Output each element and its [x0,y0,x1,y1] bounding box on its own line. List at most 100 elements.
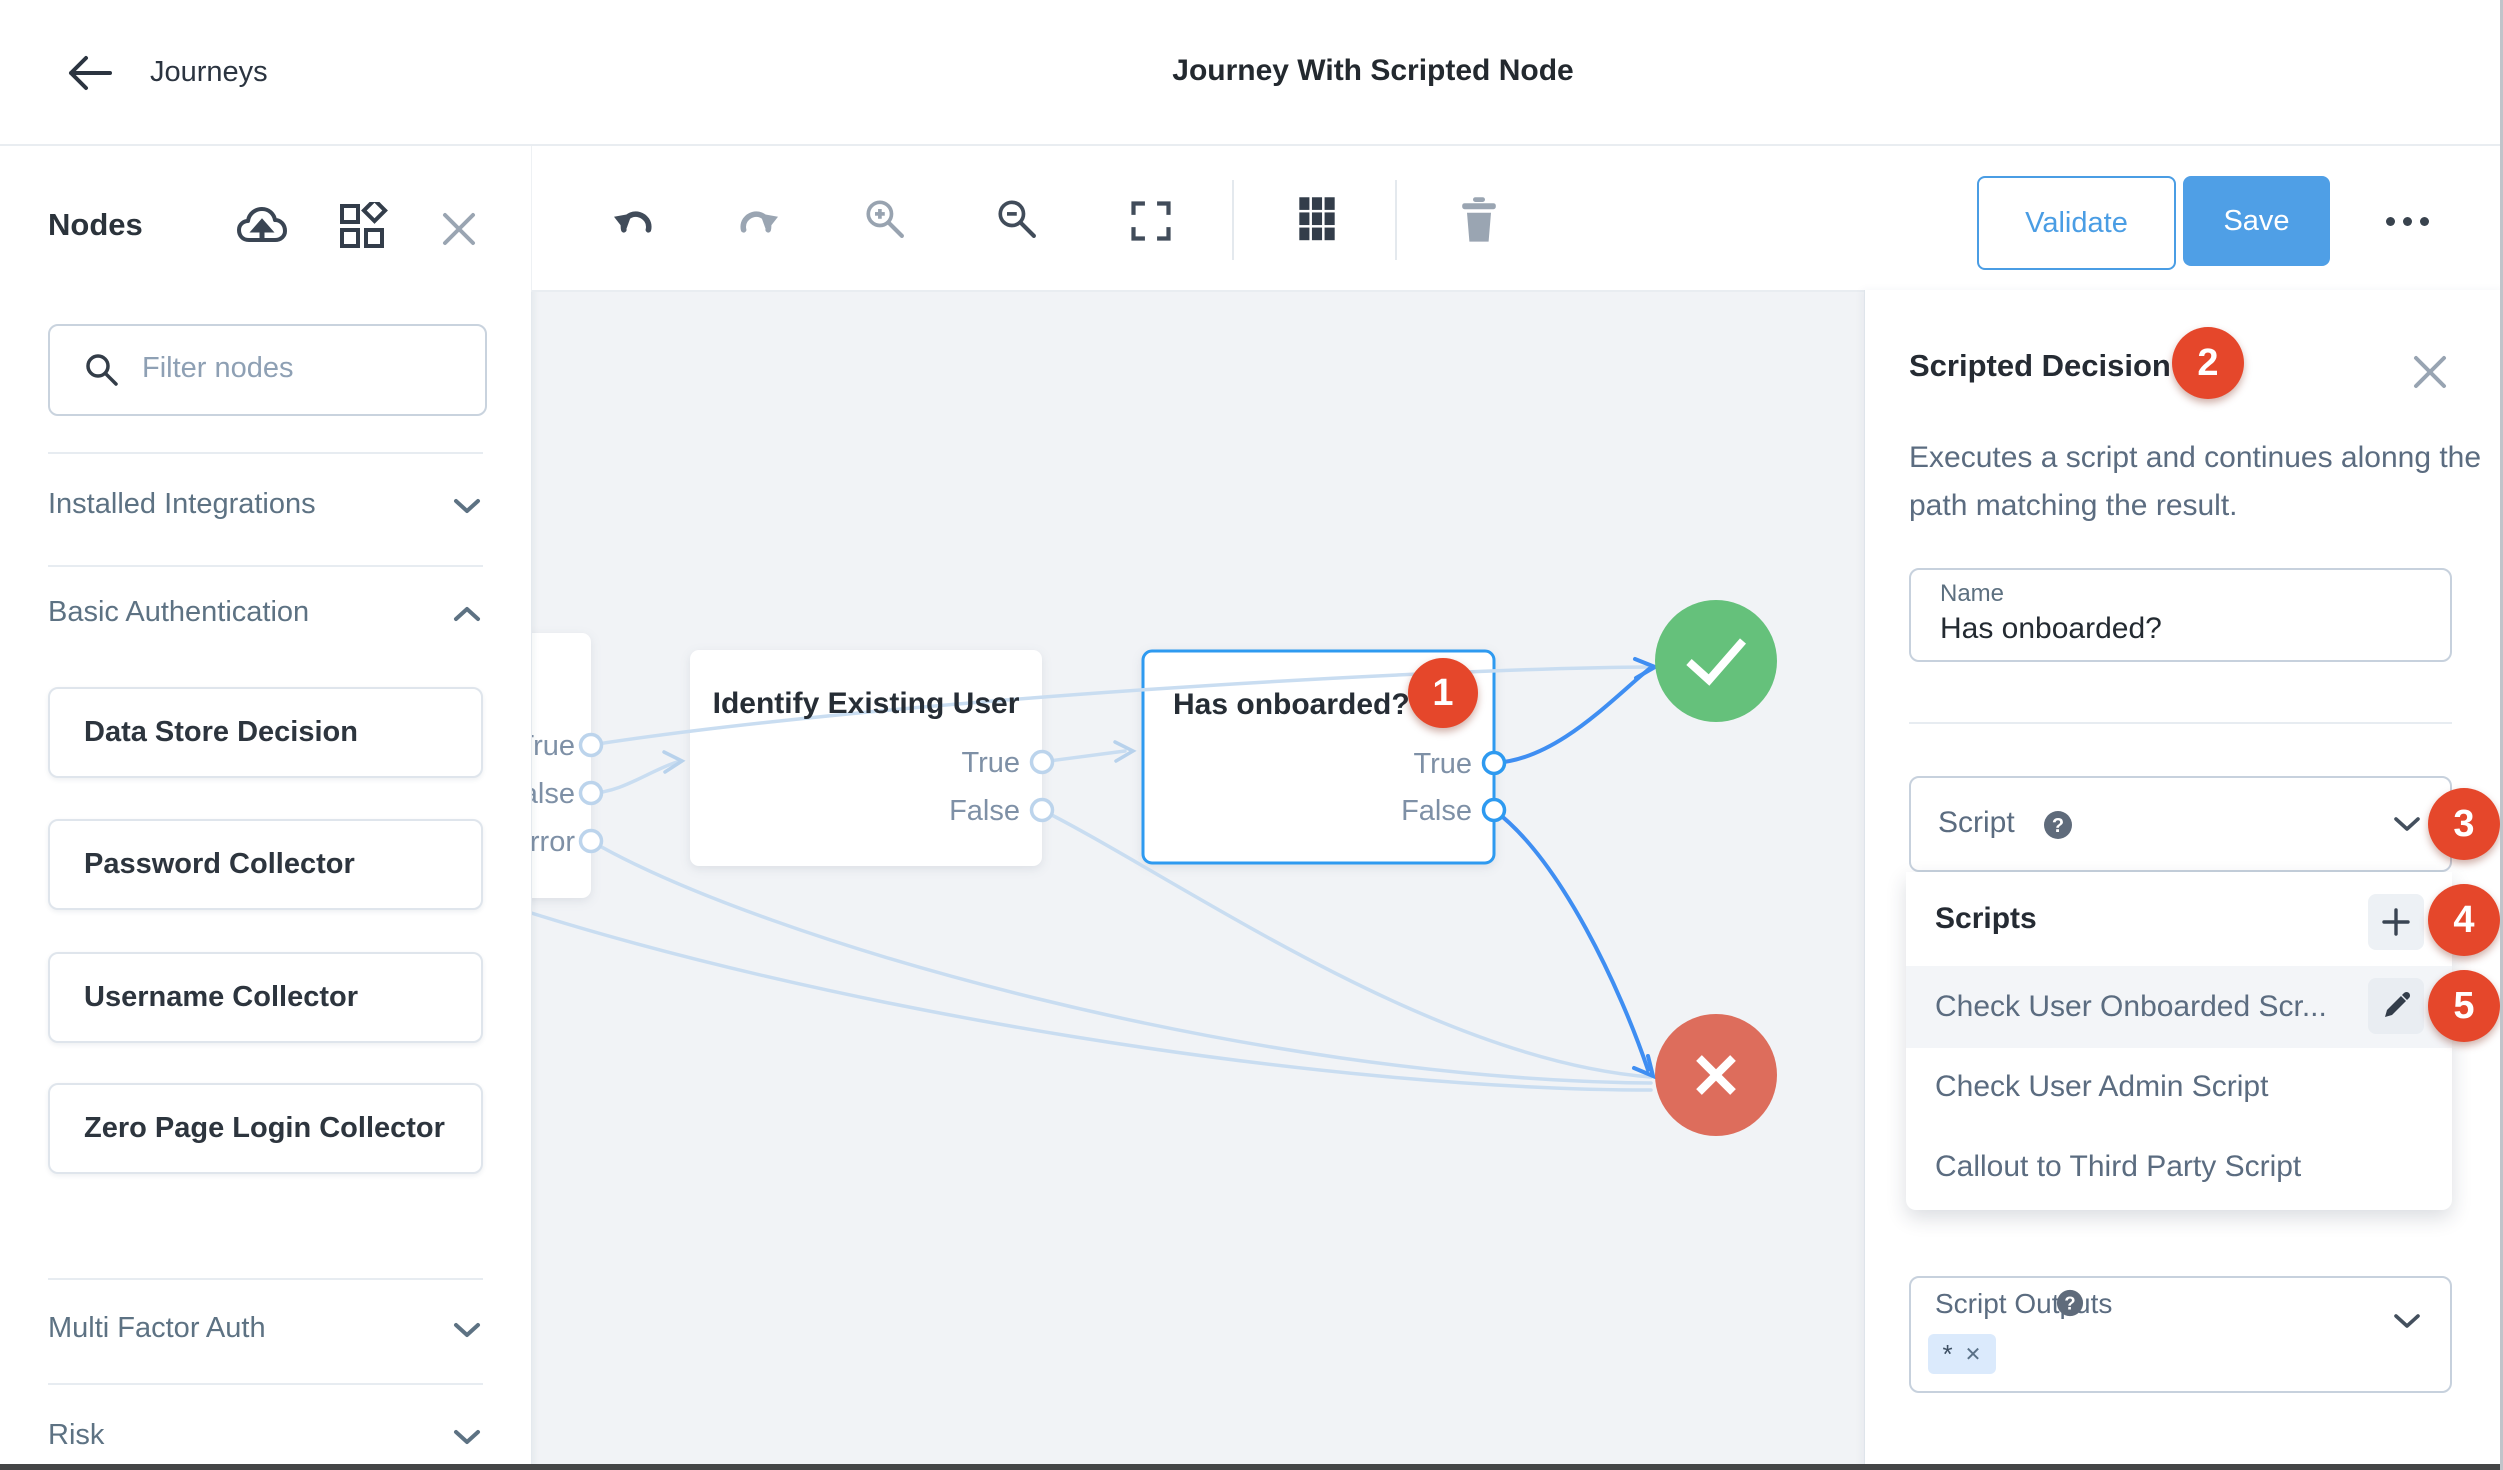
edges-light [489,665,1657,1092]
checkmark-icon [1686,638,1747,686]
journey-canvas[interactable] [531,290,1864,1470]
name-field-value[interactable]: Has onboarded? [1940,612,2162,645]
edge-identify-false-failure [1040,808,1653,1079]
help-icon[interactable]: ? [2043,810,2073,840]
edge-offscreen-failure [489,898,1653,1092]
script-select-label: Script [1938,806,2015,839]
output-chip-value: * [1942,1338,1953,1369]
edge-identify-true-decision [1040,749,1127,764]
undo-icon[interactable] [612,202,652,238]
chevron-down-icon[interactable] [452,1321,482,1339]
validate-button[interactable]: Validate [1977,176,2176,270]
identify-port-true-label: True [961,747,1020,779]
zoom-in-icon[interactable] [864,198,908,242]
edit-script-button[interactable] [2368,978,2424,1034]
identify-node-title: Identify Existing User [713,687,1020,720]
sidebar-section-installed-integrations[interactable]: Installed Integrations [48,488,316,520]
script-outputs-label: Script Outputs [1935,1288,2113,1319]
edge-decision-true-success [1492,667,1651,765]
identify-port-false-label: False [949,795,1020,827]
trash-icon[interactable] [1458,196,1500,244]
panel-title: Scripted Decision [1909,348,2171,383]
sidebar-divider [48,1278,483,1280]
grid-icon[interactable] [1298,196,1336,244]
callout-badge-5: 5 [2428,970,2500,1042]
node-card-password-collector[interactable]: Password Collector [48,819,483,910]
sidebar-title: Nodes [48,207,143,242]
decision-port-true-label: True [1413,748,1472,780]
close-panel-icon[interactable] [2412,354,2448,390]
chevron-down-icon[interactable] [452,497,482,515]
script-option-check-user-admin[interactable]: Check User Admin Script [1935,1070,2269,1103]
chevron-down-icon[interactable] [2392,1312,2422,1330]
decision-port-true[interactable] [1481,750,1507,776]
add-script-button[interactable] [2368,894,2424,950]
window-edge [2500,0,2503,1470]
script-option-callout-third-party[interactable]: Callout to Third Party Script [1935,1150,2302,1183]
node-card-zero-page-login-collector[interactable]: Zero Page Login Collector [48,1083,483,1174]
page-title: Journey With Scripted Node [1172,54,1574,87]
fit-screen-icon[interactable] [1130,200,1172,242]
horizontal-scrollbar[interactable] [0,1464,2503,1470]
plus-icon [2382,908,2410,936]
cloud-upload-icon[interactable] [236,204,288,250]
app-header [0,0,2503,146]
sidebar-divider [48,452,483,454]
filter-nodes-field [48,324,487,416]
node-card-username-collector[interactable]: Username Collector [48,952,483,1043]
chevron-up-icon[interactable] [452,605,482,623]
flow-diagram: Identify Existing User Has onboarded? Tr… [440,600,1777,1136]
save-button[interactable]: Save [2183,176,2330,266]
dropdown-row-highlight[interactable] [1906,966,2452,1048]
edge-partial-false-identify [589,760,679,795]
redo-icon[interactable] [740,202,780,238]
name-field-label: Name [1940,580,2005,607]
help-icon[interactable]: ? [2056,1289,2084,1317]
more-options-button[interactable] [2372,176,2442,266]
script-select[interactable] [1909,776,2452,872]
close-sidebar-icon[interactable] [440,210,478,248]
partial-port-true[interactable] [578,732,604,758]
sidebar-section-risk[interactable]: Risk [48,1419,105,1451]
panel-description: Executes a script and continues alonng t… [1909,441,2482,522]
callout-badge-3: 3 [2428,788,2500,860]
output-chip: * ✕ [1928,1334,1996,1374]
cross-icon [1696,1055,1736,1095]
scripts-dropdown-header: Scripts [1935,902,2037,935]
chevron-down-icon[interactable] [2392,815,2422,833]
partial-port-false[interactable] [578,780,604,806]
breadcrumb[interactable]: Journeys [150,56,268,88]
zoom-out-icon[interactable] [996,198,1040,242]
marketplace-blocks-icon[interactable] [338,202,388,252]
toolbar-divider [1395,180,1397,260]
remove-chip-icon[interactable]: ✕ [1964,1343,1982,1366]
callout-badge-1: 1 [1408,658,1478,728]
edge-decision-false-failure [1492,808,1650,1072]
filter-nodes-input[interactable] [140,332,474,404]
light-arrowheads [662,740,1137,774]
search-icon [86,354,118,386]
chevron-down-icon[interactable] [452,1428,482,1446]
script-option-check-user-onboarded[interactable]: Check User Onboarded Scr... [1935,990,2327,1023]
success-node[interactable] [1655,600,1777,722]
decision-port-false[interactable] [1481,797,1507,823]
svg-text:?: ? [2064,1293,2075,1314]
sidebar-divider [48,1383,483,1385]
toolbar-divider [1232,180,1234,260]
pencil-icon [2385,991,2411,1017]
script-outputs-field[interactable] [1909,1276,2452,1393]
identify-port-true[interactable] [1029,749,1055,775]
edge-partial-true-success [589,665,1657,747]
back-arrow-icon[interactable] [66,54,114,92]
partial-port-error[interactable] [578,828,604,854]
sidebar-section-multi-factor-auth[interactable]: Multi Factor Auth [48,1312,266,1344]
identify-port-false[interactable] [1029,797,1055,823]
edges-dark [1492,657,1660,1080]
node-card-data-store-decision[interactable]: Data Store Decision [48,687,483,778]
callout-badge-4: 4 [2428,884,2500,956]
name-field[interactable] [1909,568,2452,662]
edge-partial-error-failure [589,839,1653,1085]
decision-node-title: Has onboarded? [1173,688,1410,721]
sidebar-section-basic-authentication[interactable]: Basic Authentication [48,596,310,628]
